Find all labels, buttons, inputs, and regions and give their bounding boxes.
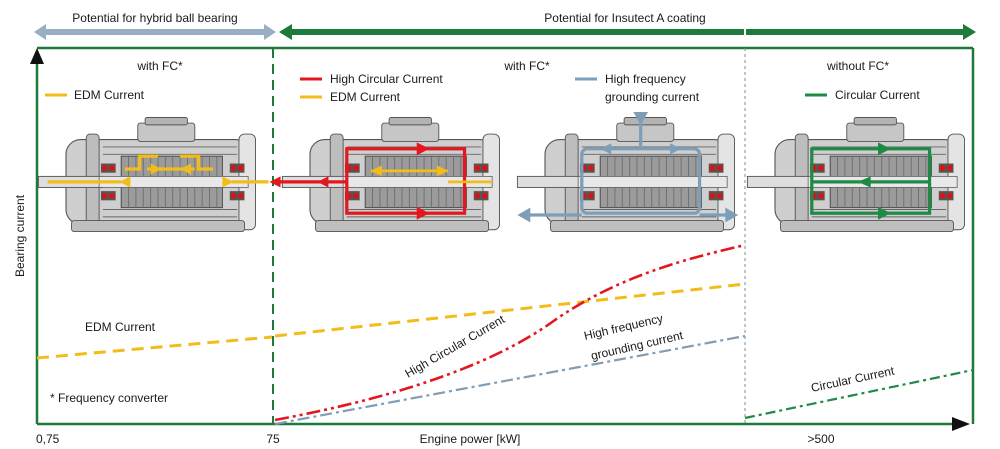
curve-circular [744,368,974,420]
frame [35,46,975,426]
legend-edm-2: EDM Current [330,90,401,104]
motor-illustration-3 [516,112,739,233]
zone-header-small: with FC* [136,59,183,73]
x-tick-075: 0,75 [36,432,60,446]
x-tick-500: >500 [807,432,834,446]
curve-label-high-circular: High Circular Current [403,312,508,381]
y-axis-label: Bearing current [13,194,27,277]
motor-illustration-2 [269,116,501,233]
banner-coating-label: Potential for Insutect A coating [544,11,705,25]
legend-circular: Circular Current [835,88,920,102]
curve-edm-zone1 [36,335,273,360]
curve-label-circular: Circular Current [810,363,896,394]
curve-label-edm: EDM Current [85,320,156,334]
legend-hf-line1: High frequency [605,72,686,86]
curve-edm-zone2 [274,282,746,338]
curve-hf-grounding [274,334,746,426]
motor-illustration-1 [37,116,269,233]
motor-illustration-4 [746,116,966,233]
curve-high-circular [274,243,746,422]
x-tick-75: 75 [266,432,280,446]
banner-hybrid-arrow [34,24,276,40]
zone-header-large: without FC* [826,59,889,73]
banner-coating-arrow [279,24,976,40]
footnote: * Frequency converter [50,391,168,405]
legend-hf-line2: grounding current [605,90,700,104]
y-axis-arrowhead [30,48,44,64]
legend-high-circular: High Circular Current [330,72,443,86]
x-axis-label: Engine power [kW] [420,432,521,446]
banner-hybrid-label: Potential for hybrid ball bearing [72,11,237,25]
x-axis-arrowhead [952,417,970,431]
zone-header-mid: with FC* [503,59,550,73]
legend-edm-1: EDM Current [74,88,145,102]
